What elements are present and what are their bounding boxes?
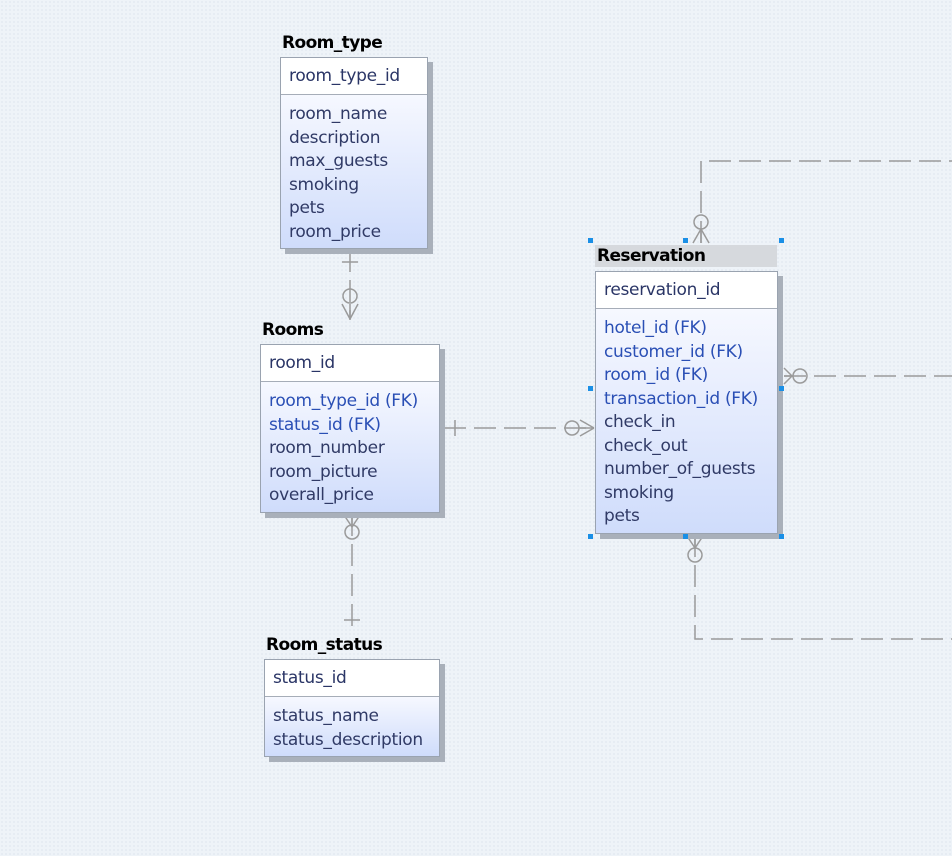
entity-title[interactable]: Rooms: [262, 320, 324, 340]
attribute[interactable]: smoking: [289, 174, 359, 195]
crowfoot-marker: [694, 535, 704, 549]
attribute-list: hotel_id (FK) customer_id (FK) room_id (…: [596, 309, 777, 533]
crowfoot-marker: [692, 228, 702, 244]
zero-marker: [344, 524, 360, 540]
attribute-list: room_type_id (FK) status_id (FK) room_nu…: [261, 382, 439, 512]
selection-handle-top-left[interactable]: [588, 238, 593, 243]
entity-body[interactable]: room_id room_type_id (FK) status_id (FK)…: [260, 344, 440, 513]
attribute[interactable]: room_id (FK): [604, 365, 708, 385]
selection-handle-middle-left[interactable]: [588, 386, 593, 391]
entity-body[interactable]: room_type_id room_name description max_g…: [280, 57, 428, 249]
entity-title[interactable]: Room_status: [266, 635, 383, 655]
selection-handle-middle-right[interactable]: [779, 386, 784, 391]
attribute-list: status_name status_description: [265, 697, 439, 756]
primary-key-attribute[interactable]: room_type_id: [281, 58, 427, 95]
attribute[interactable]: room_price: [289, 221, 381, 242]
attribute[interactable]: check_out: [604, 435, 688, 456]
crowfoot-marker: [349, 303, 359, 320]
crowfoot-marker: [700, 228, 710, 244]
attribute[interactable]: status_name: [273, 706, 379, 726]
crowfoot-marker: [341, 303, 351, 320]
attribute[interactable]: pets: [604, 506, 640, 526]
crowfoot-marker: [783, 375, 793, 385]
attribute[interactable]: transaction_id (FK): [604, 388, 758, 409]
attribute[interactable]: room_number: [269, 438, 385, 458]
attribute-list: room_name description max_guests smoking…: [281, 95, 427, 248]
attribute[interactable]: room_picture: [269, 461, 378, 482]
attribute[interactable]: max_guests: [289, 151, 388, 171]
attribute[interactable]: room_name: [289, 104, 387, 124]
entity-title[interactable]: Reservation: [595, 245, 777, 267]
attribute[interactable]: hotel_id (FK): [604, 318, 707, 338]
crowfoot-marker: [579, 427, 595, 437]
selection-handle-bottom-center[interactable]: [683, 534, 688, 539]
zero-marker: [792, 368, 808, 384]
primary-key-attribute[interactable]: status_id: [265, 660, 439, 697]
selection-handle-bottom-right[interactable]: [779, 534, 784, 539]
attribute[interactable]: pets: [289, 198, 325, 218]
selection-handle-bottom-left[interactable]: [588, 534, 593, 539]
zero-marker: [342, 288, 358, 304]
attribute[interactable]: room_type_id (FK): [269, 391, 418, 411]
primary-key-attribute[interactable]: room_id: [261, 345, 439, 382]
selection-handle-top-right[interactable]: [779, 238, 784, 243]
attribute[interactable]: overall_price: [269, 485, 374, 505]
primary-key-attribute[interactable]: reservation_id: [596, 272, 777, 309]
attribute[interactable]: number_of_guests: [604, 459, 756, 479]
attribute[interactable]: description: [289, 127, 381, 148]
attribute[interactable]: smoking: [604, 482, 674, 503]
entity-title[interactable]: Room_type: [282, 33, 383, 53]
selection-handle-top-center[interactable]: [683, 238, 688, 243]
zero-marker: [687, 547, 703, 563]
relationship-reservation-bottom[interactable]: [694, 535, 952, 640]
crowfoot-marker: [579, 419, 595, 429]
attribute[interactable]: check_in: [604, 412, 676, 432]
entity-body[interactable]: status_id status_name status_description: [264, 659, 440, 757]
relationship-reservation-top[interactable]: [700, 160, 952, 243]
crowfoot-marker: [686, 535, 696, 549]
entity-body[interactable]: reservation_id hotel_id (FK) customer_id…: [595, 271, 778, 534]
zero-marker: [564, 420, 580, 436]
attribute[interactable]: status_description: [273, 729, 423, 750]
attribute[interactable]: customer_id (FK): [604, 341, 743, 362]
attribute[interactable]: status_id (FK): [269, 414, 381, 435]
crowfoot-marker: [783, 367, 793, 377]
